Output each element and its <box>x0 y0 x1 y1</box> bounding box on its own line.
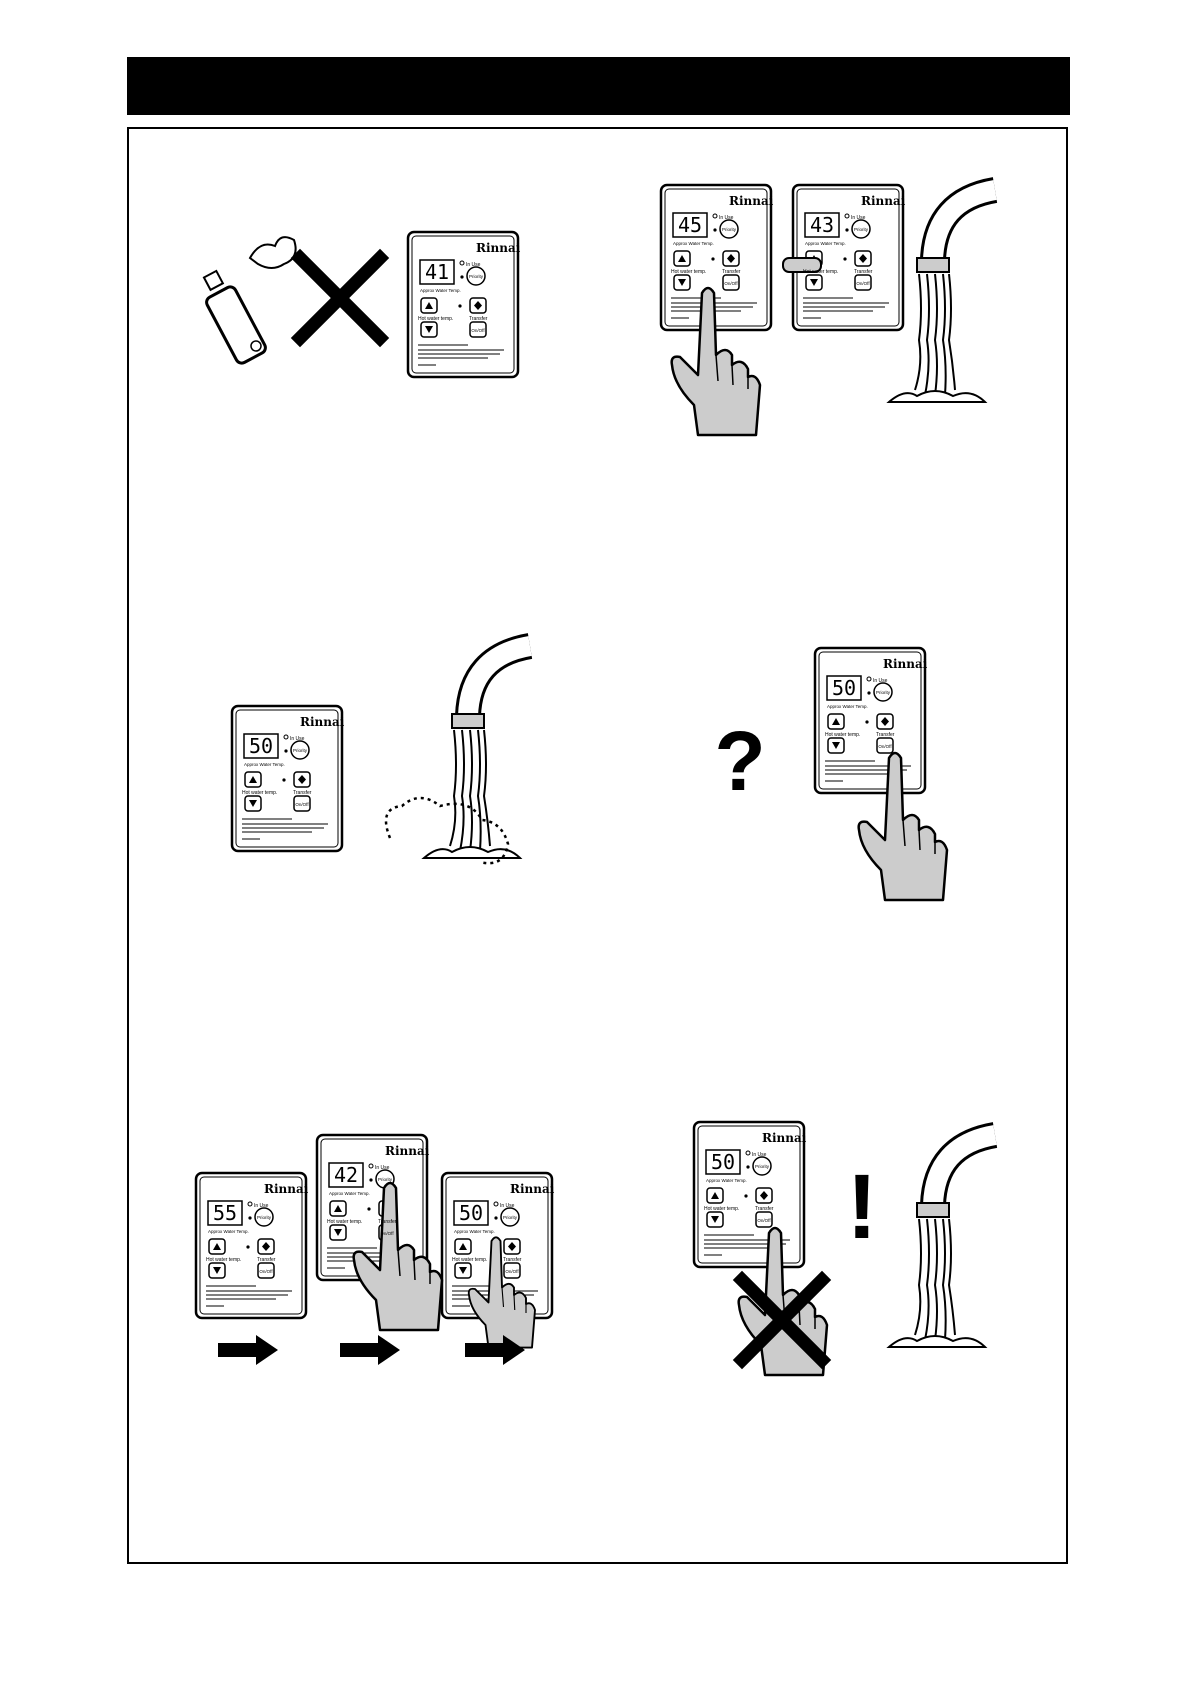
approx-temp-label: Approx Water Temp. <box>805 241 846 246</box>
transfer-label: Transfer <box>722 269 741 275</box>
temperature-display: 50 <box>711 1150 735 1174</box>
hot-water-temp-label: Hot water temp. <box>206 1257 241 1263</box>
hot-water-temp-label: Hot water temp. <box>704 1206 739 1212</box>
panel-6-no-switch-off: ! <box>692 1120 995 1377</box>
onoff-label: On/Off <box>471 328 485 333</box>
in-use-label: In Use <box>375 1165 390 1171</box>
temperature-display: 50 <box>459 1201 483 1225</box>
brand-logo: Rinnai <box>300 715 345 729</box>
transfer-label: Transfer <box>469 316 488 322</box>
temperature-display: 43 <box>810 213 834 237</box>
priority-label: Priority <box>755 1164 770 1169</box>
onoff-label: On/Off <box>724 281 738 286</box>
in-use-label: In Use <box>466 262 481 268</box>
panel-2-transfer-controllers <box>659 185 995 437</box>
brand-logo: Rinnai <box>476 241 521 255</box>
in-use-label: In Use <box>500 1203 515 1209</box>
transfer-label: Transfer <box>293 790 312 796</box>
priority-label: Priority <box>876 690 891 695</box>
approx-temp-label: Approx Water Temp. <box>673 241 714 246</box>
faucet-icon <box>889 190 995 402</box>
onoff-label: On/Off <box>757 1218 771 1223</box>
brand-logo: Rinnai <box>510 1182 555 1196</box>
onoff-label: On/Off <box>259 1269 273 1274</box>
onoff-label: On/Off <box>505 1269 519 1274</box>
priority-label: Priority <box>257 1215 272 1220</box>
hot-water-temp-label: Hot water temp. <box>418 316 453 322</box>
in-use-label: In Use <box>254 1203 269 1209</box>
hot-water-temp-label: Hot water temp. <box>327 1219 362 1225</box>
transfer-label: Transfer <box>257 1257 276 1263</box>
faucet-icon <box>889 1135 995 1347</box>
in-use-label: In Use <box>851 215 866 221</box>
in-use-label: In Use <box>752 1152 767 1158</box>
faucet-icon <box>424 646 530 858</box>
exclamation-icon: ! <box>847 1156 878 1258</box>
panel-5-transfer-sequence <box>194 1133 554 1365</box>
approx-temp-label: Approx Water Temp. <box>329 1191 370 1196</box>
hot-water-temp-label: Hot water temp. <box>242 790 277 796</box>
onoff-label: On/Off <box>295 802 309 807</box>
approx-temp-label: Approx Water Temp. <box>454 1229 495 1234</box>
transfer-label: Transfer <box>876 732 895 738</box>
transfer-label: Transfer <box>503 1257 522 1263</box>
transfer-label: Transfer <box>854 269 873 275</box>
approx-temp-label: Approx Water Temp. <box>244 762 285 767</box>
page-header-bar <box>127 57 1070 115</box>
prohibited-cross-icon <box>300 258 380 338</box>
panel-4-question: ? <box>714 646 949 902</box>
temperature-display: 41 <box>425 260 449 284</box>
brand-logo: Rinnai <box>762 1131 807 1145</box>
hot-water-temp-label: Hot water temp. <box>803 269 838 275</box>
priority-label: Priority <box>854 227 869 232</box>
brand-logo: Rinnai <box>861 194 906 208</box>
temperature-display: 50 <box>832 676 856 700</box>
panel-1-spray-warning <box>202 230 520 379</box>
hot-water-temp-label: Hot water temp. <box>452 1257 487 1263</box>
in-use-label: In Use <box>873 678 888 684</box>
transfer-label: Transfer <box>755 1206 774 1212</box>
in-use-label: In Use <box>290 736 305 742</box>
onoff-label: On/Off <box>380 1231 394 1236</box>
brand-logo: Rinnai <box>883 657 928 671</box>
priority-label: Priority <box>378 1177 393 1182</box>
onoff-label: On/Off <box>856 281 870 286</box>
arrow-right-icon <box>340 1335 400 1365</box>
hot-water-temp-label: Hot water temp. <box>825 732 860 738</box>
content-frame <box>127 127 1068 1564</box>
temperature-display: 50 <box>249 734 273 758</box>
onoff-label: On/Off <box>878 744 892 749</box>
approx-temp-label: Approx Water Temp. <box>420 288 461 293</box>
brand-logo: Rinnai <box>385 1144 430 1158</box>
priority-label: Priority <box>293 748 308 753</box>
approx-temp-label: Approx Water Temp. <box>208 1229 249 1234</box>
arrow-right-icon <box>218 1335 278 1365</box>
temperature-display: 42 <box>334 1163 358 1187</box>
temperature-display: 55 <box>213 1201 237 1225</box>
priority-label: Priority <box>469 274 484 279</box>
spray-can-icon <box>202 236 297 365</box>
approx-temp-label: Approx Water Temp. <box>827 704 868 709</box>
question-mark-icon: ? <box>714 714 765 808</box>
brand-logo: Rinnai <box>729 194 774 208</box>
priority-label: Priority <box>503 1215 518 1220</box>
pointing-finger-icon <box>782 257 822 273</box>
temperature-display: 45 <box>678 213 702 237</box>
panel-3-hot-water-steam <box>230 646 530 863</box>
hot-water-temp-label: Hot water temp. <box>671 269 706 275</box>
in-use-label: In Use <box>719 215 734 221</box>
brand-logo: Rinnai <box>264 1182 309 1196</box>
transfer-label: Transfer <box>378 1219 397 1225</box>
approx-temp-label: Approx Water Temp. <box>706 1178 747 1183</box>
priority-label: Priority <box>722 227 737 232</box>
